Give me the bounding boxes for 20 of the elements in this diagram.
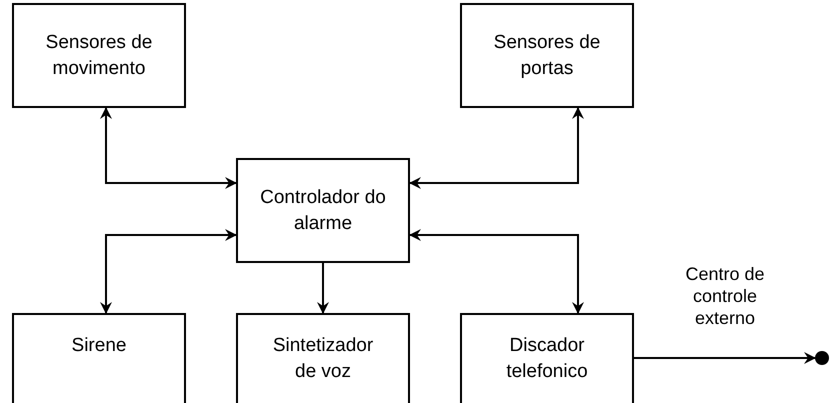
arrow (317, 263, 329, 314)
block-box (236, 313, 410, 403)
block-label: Sirene (72, 334, 126, 358)
arrow (409, 229, 584, 314)
terminal-dot (815, 351, 829, 365)
arrow (100, 229, 237, 314)
block-label: Controlador do alarme (260, 186, 386, 236)
block-box (460, 3, 634, 108)
arrow (409, 107, 584, 189)
block-label: Sintetizador de voz (272, 334, 374, 384)
arrow (100, 107, 237, 189)
block-box (12, 313, 186, 403)
node-caption: Centro de controle externo (684, 263, 766, 329)
block-box (460, 313, 634, 403)
block-box (12, 3, 186, 108)
block-label: Sensores de movimento (44, 30, 154, 80)
block-box (236, 158, 410, 263)
arrow (634, 352, 816, 364)
block-label: Sensores de portas (492, 30, 602, 80)
block-label: Discador telefonico (505, 334, 589, 384)
